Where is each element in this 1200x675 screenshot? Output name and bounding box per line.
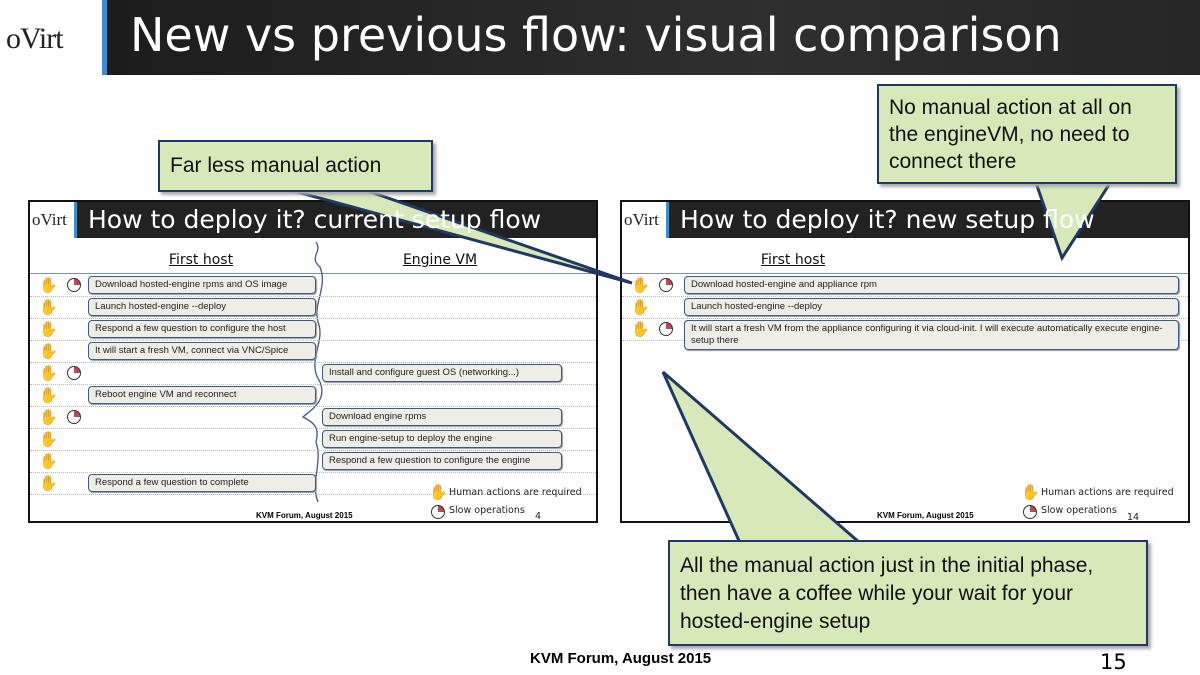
legend-timer-icon (1023, 505, 1037, 519)
row-separator (622, 296, 1188, 297)
flow-step: Download engine rpms (322, 408, 562, 426)
callout-initial-phase: All the manual action just in the initia… (668, 540, 1148, 646)
thumb-page-number: 14 (1127, 512, 1140, 523)
hand-icon: ✋ (631, 298, 650, 316)
current-flow-thumbnail: oVirt How to deploy it? current setup fl… (28, 200, 598, 523)
row-separator (30, 428, 596, 429)
flow-step: It will start a fresh VM from the applia… (684, 320, 1179, 350)
hand-icon: ✋ (39, 364, 58, 382)
row-separator (30, 384, 596, 385)
legend-timer-icon (431, 505, 445, 519)
callout-pointer-less (289, 188, 633, 285)
row-separator (30, 340, 596, 341)
ovirt-logo: oVirt (6, 22, 64, 55)
hand-icon: ✋ (39, 386, 58, 404)
column-header-first-host: First host (760, 252, 826, 268)
thumb-title: How to deploy it? new setup flow (680, 205, 1095, 234)
flow-step: Download hosted-engine rpms and OS image (88, 276, 316, 294)
row-separator (30, 406, 596, 407)
header-divider (30, 273, 596, 274)
hand-icon: ✋ (39, 474, 58, 492)
row-separator (30, 362, 596, 363)
header-divider (622, 273, 1188, 274)
flow-step: Respond a few question to configure the … (322, 452, 562, 470)
callout-pointer-initial (661, 370, 865, 545)
hand-icon: ✋ (39, 320, 58, 338)
hand-icon: ✋ (39, 408, 58, 426)
hand-icon: ✋ (39, 342, 58, 360)
flow-step: Run engine-setup to deploy the engine (322, 430, 562, 448)
timer-icon (67, 366, 81, 380)
flow-step: Launch hosted-engine --deploy (88, 298, 316, 316)
title-bar (102, 0, 1200, 75)
flow-step: It will start a fresh VM, connect via VN… (88, 342, 316, 360)
timer-icon (67, 278, 81, 292)
thumb-logo: oVirt (32, 210, 67, 229)
hand-icon: ✋ (631, 276, 650, 294)
row-separator (30, 296, 596, 297)
slide-footer: KVM Forum, August 2015 (530, 650, 712, 667)
hand-icon: ✋ (631, 320, 650, 338)
row-separator (30, 472, 596, 473)
legend-hand-icon: ✋ (1021, 483, 1040, 501)
flow-wavy-line (301, 242, 324, 502)
thumb-title: How to deploy it? current setup flow (88, 205, 542, 234)
row-separator (30, 450, 596, 451)
timer-icon (67, 410, 81, 424)
column-header-first-host: First host (168, 252, 234, 268)
flow-step: Install and configure guest OS (networki… (322, 364, 562, 382)
flow-step: Download hosted-engine and appliance rpm (684, 276, 1179, 294)
thumb-footer: KVM Forum, August 2015 (256, 511, 353, 520)
flow-step: Respond a few question to complete (88, 474, 316, 492)
row-separator (622, 318, 1188, 319)
timer-icon (659, 322, 673, 336)
hand-icon: ✋ (39, 298, 58, 316)
slide-title: New vs previous flow: visual comparison (130, 8, 1062, 62)
slide-page-number: 15 (1100, 650, 1127, 674)
thumb-title-bar (666, 202, 1188, 238)
thumb-logo: oVirt (624, 210, 659, 229)
flow-step: Reboot engine VM and reconnect (88, 386, 316, 404)
flow-step: Launch hosted-engine --deploy (684, 298, 1179, 316)
legend-slow: Slow operations (449, 505, 525, 516)
thumb-title-bar (74, 202, 596, 238)
callout-far-less: Far less manual action (158, 140, 433, 192)
legend-slow: Slow operations (1041, 505, 1117, 516)
legend-hand-icon: ✋ (429, 483, 448, 501)
legend-human: Human actions are required (449, 487, 582, 498)
timer-icon (659, 278, 673, 292)
thumb-footer: KVM Forum, August 2015 (877, 511, 974, 520)
column-header-engine-vm: Engine VM (402, 252, 478, 268)
hand-icon: ✋ (39, 430, 58, 448)
flow-step: Respond a few question to configure the … (88, 320, 316, 338)
hand-icon: ✋ (39, 276, 58, 294)
thumb-page-number: 4 (535, 511, 542, 522)
callout-no-manual: No manual action at all on the engineVM,… (877, 84, 1177, 184)
row-separator (30, 318, 596, 319)
legend-human: Human actions are required (1041, 487, 1174, 498)
row-separator (30, 494, 596, 495)
hand-icon: ✋ (39, 452, 58, 470)
